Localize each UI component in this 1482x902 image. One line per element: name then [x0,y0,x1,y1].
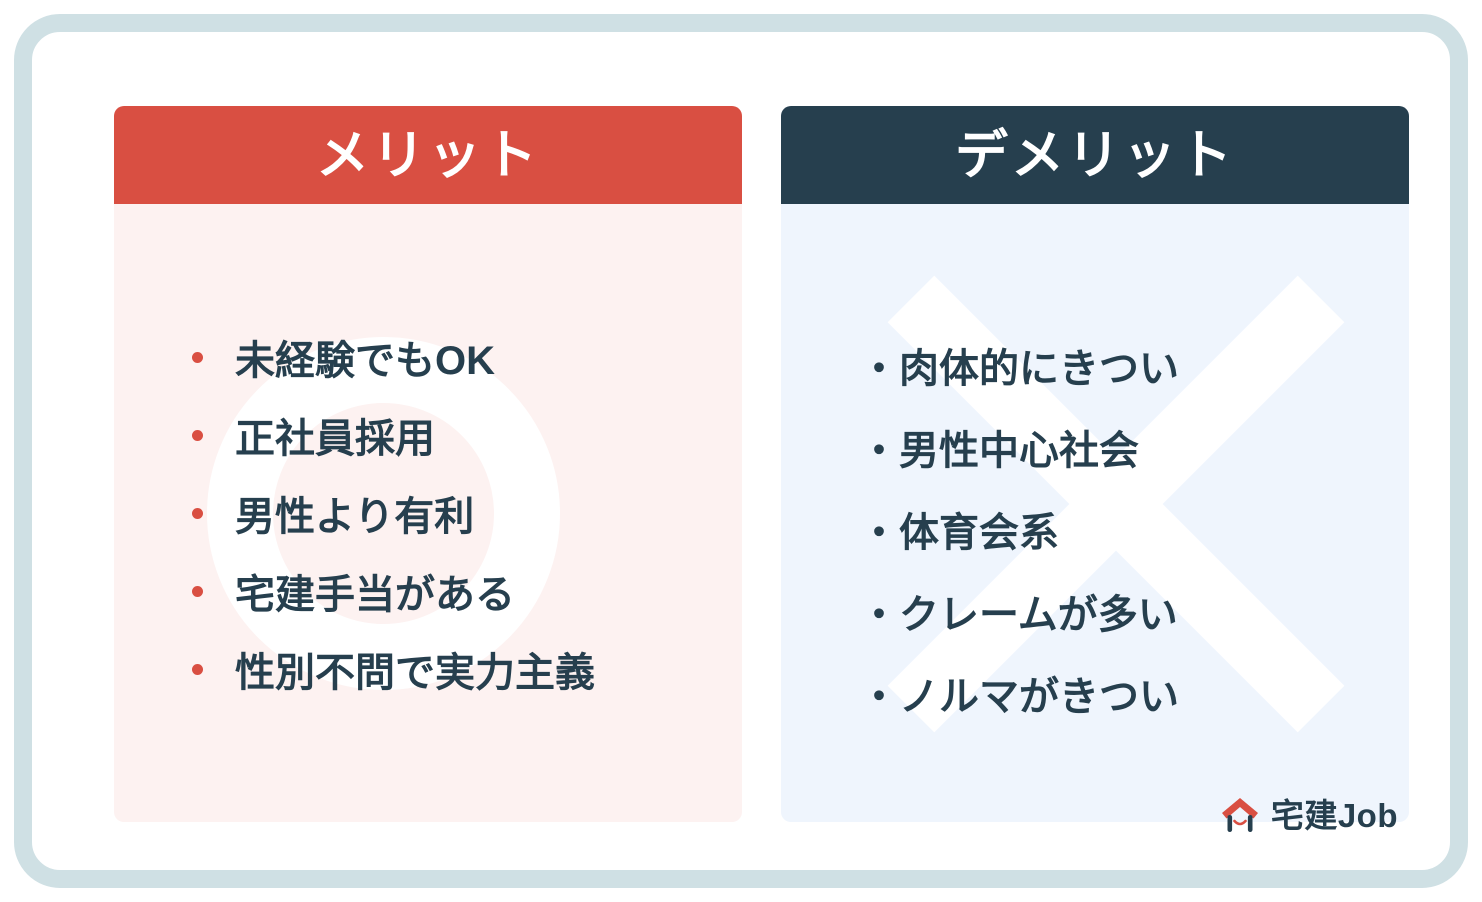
list-item: ・ 男性中心社会 [859,431,1409,471]
list-item: 男性より有利 [192,497,742,537]
demerit-panel-header: デメリット [781,106,1409,204]
content-area: メリット 未経験でもOK 正社員採用 男性より有利 宅建手当がある [32,32,1450,870]
demerit-item-label: 肉体的にきつい [899,347,1179,391]
bullet-dot-icon [192,430,203,441]
list-item: ・ ノルマがきつい [859,677,1409,717]
brand-logo-text: 宅建Job [1270,796,1398,834]
middle-dot-icon: ・ [859,429,899,473]
merit-item-label: 宅建手当がある [235,573,515,617]
demerit-list: ・ 肉体的にきつい ・ 男性中心社会 ・ 体育会系 ・ クレームが多い ・ [781,204,1409,717]
demerit-item-label: ノルマがきつい [899,675,1179,719]
merit-panel: メリット 未経験でもOK 正社員採用 男性より有利 宅建手当がある [114,106,742,822]
list-item: 未経験でもOK [192,341,742,381]
demerit-title: デメリット [955,125,1235,185]
merit-item-label: 性別不問で実力主義 [235,651,595,695]
merit-item-label: 未経験でもOK [235,339,495,383]
list-item: 正社員採用 [192,419,742,459]
merit-panel-header: メリット [114,106,742,204]
demerit-panel: デメリット ・ 肉体的にきつい ・ 男性中心社会 ・ 体育会系 ・ クレームが多… [781,106,1409,822]
merit-item-label: 正社員採用 [235,417,435,461]
middle-dot-icon: ・ [859,347,899,391]
list-item: 性別不問で実力主義 [192,653,742,693]
outer-frame: メリット 未経験でもOK 正社員採用 男性より有利 宅建手当がある [14,14,1468,888]
list-item: ・ 肉体的にきつい [859,349,1409,389]
bullet-dot-icon [192,586,203,597]
list-item: ・ 体育会系 [859,513,1409,553]
bullet-dot-icon [192,352,203,363]
demerit-item-label: 男性中心社会 [899,429,1139,473]
list-item: ・ クレームが多い [859,595,1409,635]
bullet-dot-icon [192,664,203,675]
bullet-dot-icon [192,508,203,519]
brand-logo: 宅建Job [1220,796,1398,834]
house-smile-icon [1221,798,1258,832]
merit-item-label: 男性より有利 [235,495,475,539]
middle-dot-icon: ・ [859,511,899,555]
merit-title: メリット [316,125,540,185]
merit-list: 未経験でもOK 正社員採用 男性より有利 宅建手当がある 性別不問で実力主義 [114,204,742,693]
middle-dot-icon: ・ [859,675,899,719]
demerit-item-label: クレームが多い [899,593,1178,637]
demerit-item-label: 体育会系 [899,511,1059,555]
middle-dot-icon: ・ [859,593,899,637]
list-item: 宅建手当がある [192,575,742,615]
